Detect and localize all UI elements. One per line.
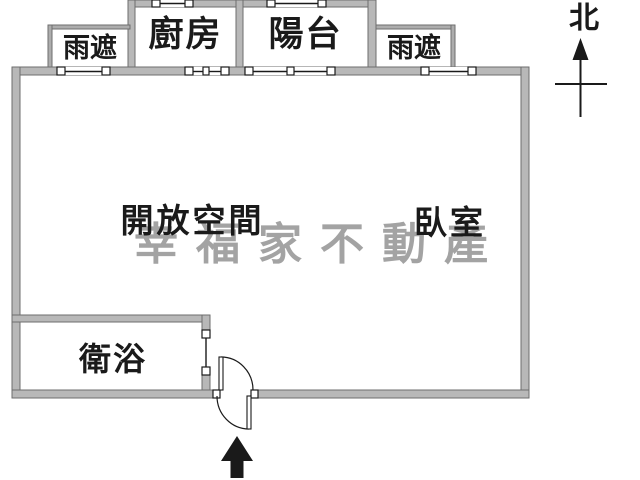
canopy-walls [47,24,456,68]
room-label-canopy-left: 雨遮 [63,32,117,64]
kitchen-opening [184,66,230,76]
window-right-of-canopy [420,66,477,76]
watermark-text: 幸福家不動產 [134,219,506,270]
wall-canopy-left-side [47,24,53,68]
room-label-kitchen: 廚房 [148,14,223,55]
wall-bathroom-right-upper [201,314,211,331]
room-label-bathroom: 衛浴 [78,340,147,378]
wall-right [520,66,530,399]
compass-north-label: 北 [569,1,599,36]
compass-north-arrow-icon [555,38,607,117]
room-label-bedroom: 臥室 [414,202,486,242]
room-label-open-space: 開放空間 [120,200,265,240]
wall-bathroom-top [11,314,211,323]
bathroom-door-opening [201,329,211,376]
balcony-top-window [266,0,327,8]
room-label-canopy-right: 雨遮 [387,32,441,64]
wall-bathroom-right-lower [201,374,211,391]
wall-bottom-right [257,389,530,399]
entrance-arrow-icon [221,436,253,478]
wall-balcony-right [367,0,377,68]
wall-kitchen-left [127,0,136,68]
window-under-canopy-left [56,66,111,76]
entrance-door-swing [212,356,259,430]
wall-canopy-right-top [375,24,456,30]
entrance-door-post-right [250,389,259,399]
wall-left [11,66,21,399]
kitchen-top-window [151,0,194,8]
wall-kitchen-balcony-divider [235,0,244,68]
room-label-balcony: 陽台 [268,14,343,55]
balcony-sliding-door [244,66,336,76]
wall-canopy-left-top [47,24,131,30]
wall-bottom-left [11,389,214,399]
